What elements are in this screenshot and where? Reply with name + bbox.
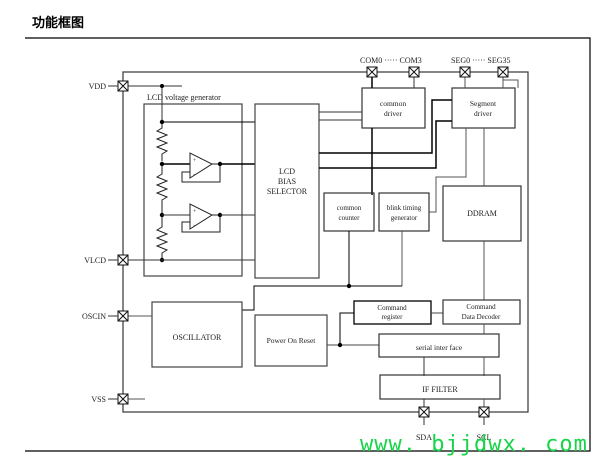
lcd-voltage-generator-label: LCD voltage generator [147,93,221,102]
seg-pins-label: SEG0 ····· SEG35 [451,56,511,65]
pad-icon [117,66,509,418]
resistor-icon [155,166,169,213]
svg-text:Power On Reset: Power On Reset [267,336,317,345]
pin-vdd-label: VDD [89,82,107,91]
common-counter-block [323,192,375,232]
svg-text:Segment: Segment [470,99,497,108]
svg-text:common: common [380,99,406,108]
watermark: www. bjjdwx. com [360,432,588,457]
svg-text:register: register [382,313,404,321]
svg-text:+: + [193,209,197,215]
power-on-reset-block [254,314,328,367]
common-driver-block [361,87,426,129]
svg-text:driver: driver [474,109,492,118]
svg-text:IF FILTER: IF FILTER [422,385,458,394]
resistor-icon [155,124,169,161]
svg-text:driver: driver [384,109,402,118]
svg-text:BIAS: BIAS [278,177,296,186]
chip-outline [122,71,529,413]
svg-text:−: − [193,223,197,229]
lcd-bias-selector-block [254,103,320,279]
svg-text:Command: Command [377,304,407,312]
pin-vlcd-label: VLCD [84,256,106,265]
svg-text:Command: Command [466,303,496,311]
svg-text:Data Decoder: Data Decoder [462,313,501,321]
pin-vss-label: VSS [91,395,106,404]
svg-text:blink timing: blink timing [387,204,422,212]
segment-driver-block [451,87,516,129]
serial-interface-block [378,333,500,358]
if-filter-block [379,374,501,400]
opamp-icon [189,203,214,230]
svg-text:DDRAM: DDRAM [467,209,497,218]
svg-text:generator: generator [391,214,418,222]
opamp-icon [189,152,214,179]
oscillator-block [151,301,243,368]
lcd-voltage-generator-block [143,103,243,277]
svg-text:common: common [337,204,362,212]
lcd-bias-selector-label: LCD [279,167,295,176]
svg-text:serial inter face: serial inter face [416,343,463,352]
command-data-decoder-block [442,299,521,325]
page-frame [25,37,591,452]
blink-timing-generator-block [378,192,430,232]
pin-sda-label: SDA [416,433,432,442]
pin-scl-label: SCL [477,433,492,442]
svg-text:+: + [193,158,197,164]
svg-text:SELECTOR: SELECTOR [267,187,308,196]
resistor-icon [155,217,169,261]
page-title: 功能框图 [32,16,85,31]
svg-text:−: − [193,172,197,178]
pin-oscin-label: OSCIN [82,312,106,321]
com-pins-label: COM0 ····· COM3 [360,56,422,65]
svg-text:counter: counter [339,214,361,222]
svg-text:OSCILLATOR: OSCILLATOR [173,333,222,342]
ddram-block [442,185,522,242]
